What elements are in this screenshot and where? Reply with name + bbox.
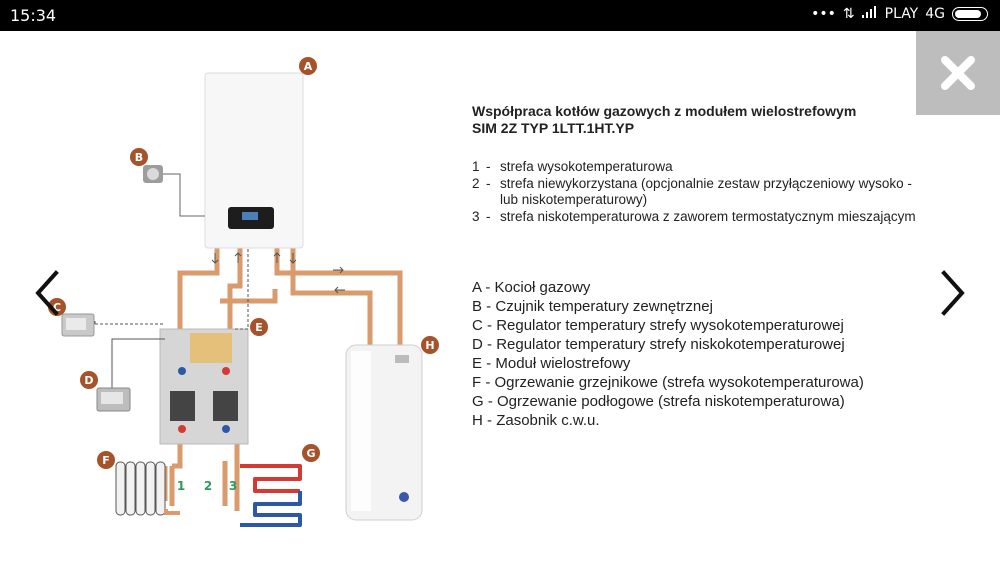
zone-item: 3-strefa niskotemperaturowa z zaworem te…	[472, 208, 916, 224]
badge-G: G	[302, 444, 320, 462]
svg-text:G: G	[306, 447, 315, 460]
heating-system-diagram: A B C D E F G H 1 2 3	[48, 57, 439, 527]
chevron-left-icon	[35, 270, 59, 316]
data-transfer-icon: ⇅	[842, 6, 855, 22]
zone-1-label: 1	[177, 479, 185, 493]
close-icon	[941, 56, 975, 90]
badge-A: A	[299, 57, 317, 75]
clock: 15:34	[10, 6, 57, 25]
svg-text:C: C	[53, 301, 61, 314]
svg-text:D: D	[84, 374, 93, 387]
battery-icon	[952, 7, 988, 21]
badge-E: E	[250, 318, 268, 336]
legend-item: E - Moduł wielostrefowy	[472, 355, 631, 372]
signal-icon	[861, 6, 878, 22]
legend-item: C - Regulator temperatury strefy wysokot…	[472, 317, 844, 334]
svg-text:F: F	[102, 454, 110, 467]
zone-item: lub niskotemperaturowy)	[500, 192, 648, 207]
zone-2-label: 2	[204, 479, 212, 493]
legend-item: B - Czujnik temperatury zewnętrznej	[472, 298, 713, 315]
legend-item: A - Kocioł gazowy	[472, 279, 591, 296]
legend: A - Kocioł gazowy B - Czujnik temperatury…	[472, 278, 864, 430]
zone-item: 1-strefa wysokotemperaturowa	[472, 159, 673, 174]
floor-heating-loop	[240, 464, 302, 527]
chevron-right-icon	[941, 270, 965, 316]
status-bar: 15:34 ••• ⇅ PLAY 4G	[0, 0, 1000, 31]
dots-icon: •••	[811, 6, 836, 22]
diagram-description: Współpraca kotłów gazowych z modułem wie…	[472, 103, 916, 225]
legend-item: F - Ogrzewanie grzejnikowe (strefa wysok…	[472, 374, 864, 391]
svg-text:E: E	[255, 321, 263, 334]
badge-D: D	[80, 371, 98, 389]
badge-B: B	[130, 148, 148, 166]
previous-image-button[interactable]	[28, 263, 68, 323]
badge-H: H	[421, 336, 439, 354]
legend-item: H - Zasobnik c.w.u.	[472, 412, 600, 429]
zone-3-label: 3	[229, 479, 237, 493]
network-type: 4G	[925, 6, 945, 22]
next-image-button[interactable]	[932, 263, 972, 323]
carrier-name: PLAY	[884, 6, 919, 22]
legend-item: D - Regulator temperatury strefy niskoko…	[472, 336, 845, 353]
legend-item: G - Ogrzewanie podłogowe (strefa niskote…	[472, 393, 845, 410]
svg-text:B: B	[135, 151, 143, 164]
zone-item: 2-strefa niewykorzystana (opcjonalnie ze…	[472, 175, 912, 191]
close-button[interactable]	[916, 31, 1000, 115]
flow-arrows	[211, 252, 345, 294]
diagram-title: Współpraca kotłów gazowych z modułem wie…	[472, 103, 857, 136]
svg-text:A: A	[304, 60, 313, 73]
gas-boiler	[204, 72, 304, 249]
image-viewer[interactable]: A B C D E F G H 1 2 3 Współpraca kotłów …	[0, 31, 1000, 562]
status-icons: ••• ⇅ PLAY 4G	[811, 6, 988, 22]
radiator	[115, 461, 166, 516]
svg-text:H: H	[425, 339, 434, 352]
badge-F: F	[97, 451, 115, 469]
